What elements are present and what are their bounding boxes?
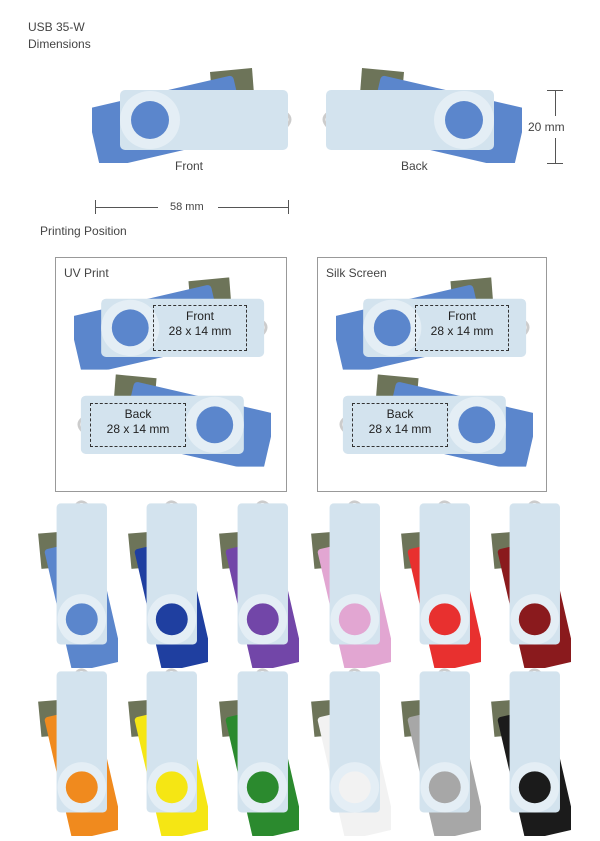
silk-screen-box: Silk Screen Front 28 x 14 mm Back 28 x 1…	[317, 257, 547, 492]
color-variant-pink	[311, 500, 396, 672]
color-variant-orange	[38, 668, 123, 840]
section-title: Dimensions	[28, 37, 91, 51]
usb-drive-icon	[331, 277, 530, 375]
height-dim-line	[555, 90, 556, 116]
print-area-size: 28 x 14 mm	[168, 324, 232, 338]
usb-front-view	[87, 68, 292, 169]
uv-front-print-area: Front 28 x 14 mm	[153, 305, 247, 351]
uv-print-box: UV Print Front 28 x 14 mm Back 28 x 14 m…	[55, 257, 287, 492]
usb-drive-icon	[69, 277, 268, 375]
usb-drive-icon	[491, 500, 576, 672]
width-dim-line	[218, 207, 288, 208]
uv-usb-back	[77, 374, 276, 472]
silk-front-print-area: Front 28 x 14 mm	[415, 305, 509, 351]
color-variant-light-blue	[38, 500, 123, 672]
silk-usb-front	[331, 277, 530, 375]
width-dim-tick-left	[95, 200, 96, 214]
color-variant-silver	[401, 668, 486, 840]
color-variant-white	[311, 668, 396, 840]
front-label: Front	[175, 159, 204, 173]
color-variant-black	[491, 668, 576, 840]
uv-back-print-area: Back 28 x 14 mm	[90, 403, 186, 447]
width-dimension: 58 mm	[170, 201, 204, 213]
color-variant-red	[401, 500, 486, 672]
usb-drive-icon	[491, 668, 576, 840]
usb-drive-icon	[38, 668, 123, 840]
usb-back-view	[322, 68, 527, 169]
color-variant-green	[219, 668, 304, 840]
color-variant-purple	[219, 500, 304, 672]
height-dimension: 20 mm	[528, 120, 565, 134]
width-dim-line	[96, 207, 158, 208]
model-name: USB 35-W	[28, 20, 85, 34]
usb-drive-icon	[87, 68, 292, 169]
usb-drive-icon	[311, 668, 396, 840]
color-variant-yellow	[128, 668, 213, 840]
print-area-size: 28 x 14 mm	[106, 422, 170, 436]
usb-drive-icon	[401, 668, 486, 840]
usb-drive-icon	[311, 500, 396, 672]
usb-drive-icon	[38, 500, 123, 672]
print-area-label: Back	[124, 407, 152, 421]
back-label: Back	[401, 159, 428, 173]
silk-usb-back	[339, 374, 538, 472]
usb-drive-icon	[339, 374, 538, 472]
print-area-label: Front	[185, 309, 214, 323]
usb-drive-icon	[219, 500, 304, 672]
color-variant-blue	[128, 500, 213, 672]
print-area-size: 28 x 14 mm	[430, 324, 494, 338]
color-variant-dark-red	[491, 500, 576, 672]
usb-drive-icon	[128, 500, 213, 672]
width-dim-tick-right	[288, 200, 289, 214]
height-dim-line	[555, 138, 556, 163]
usb-drive-icon	[401, 500, 486, 672]
uv-usb-front	[69, 277, 268, 375]
usb-drive-icon	[128, 668, 213, 840]
usb-drive-icon	[322, 68, 527, 169]
usb-drive-icon	[219, 668, 304, 840]
usb-drive-icon	[77, 374, 276, 472]
silk-back-print-area: Back 28 x 14 mm	[352, 403, 448, 447]
print-area-label: Back	[386, 407, 414, 421]
print-area-size: 28 x 14 mm	[368, 422, 432, 436]
silk-screen-title: Silk Screen	[326, 266, 387, 280]
height-dim-tick-bottom	[547, 163, 563, 164]
printing-position-title: Printing Position	[40, 224, 127, 238]
print-area-label: Front	[447, 309, 476, 323]
uv-print-title: UV Print	[64, 266, 109, 280]
